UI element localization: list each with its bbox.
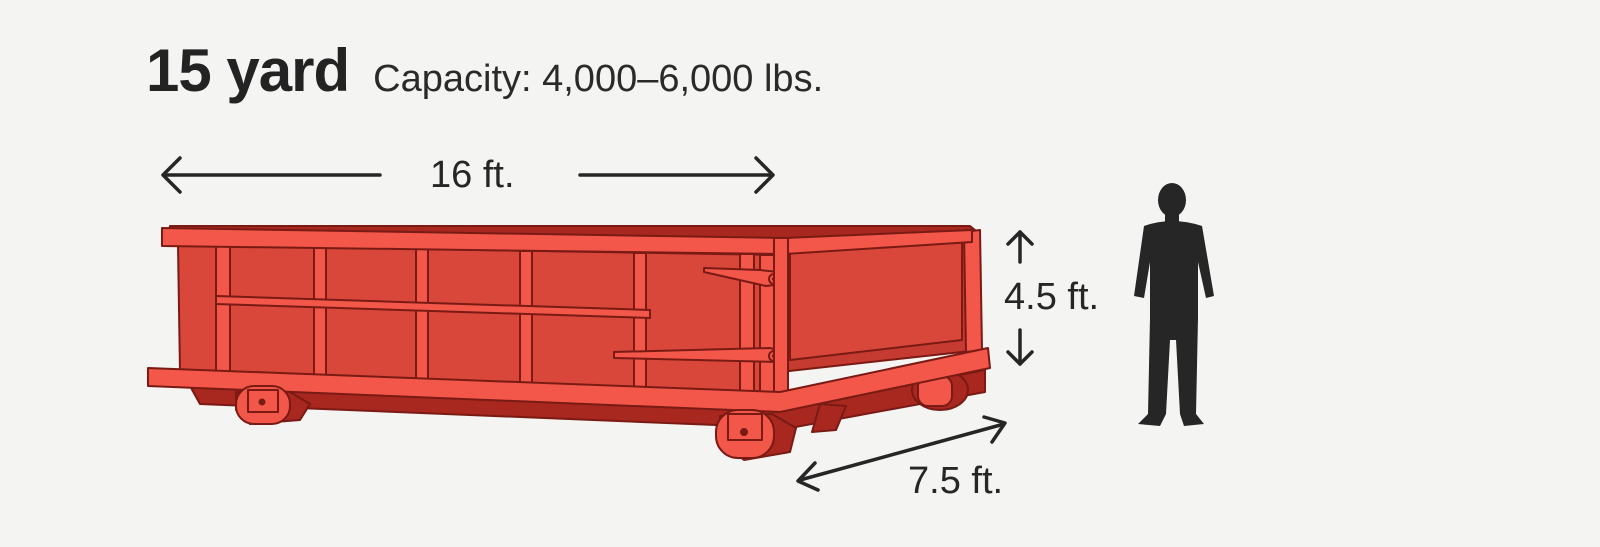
person-silhouette-icon [1134, 183, 1214, 426]
height-label: 4.5 ft. [1004, 276, 1100, 318]
width-arrow [796, 415, 1007, 492]
height-arrow [1006, 230, 1034, 366]
dumpster-size-title: 15 yard [146, 37, 350, 104]
length-label: 16 ft. [430, 154, 515, 196]
capacity-text: Capacity: 4,000–6,000 lbs. [373, 58, 824, 100]
width-label: 7.5 ft. [908, 460, 1004, 502]
length-arrow [161, 156, 775, 194]
title-row: 15 yard Capacity: 4,000–6,000 lbs. [146, 36, 823, 105]
dumpster-illustration [147, 225, 991, 461]
